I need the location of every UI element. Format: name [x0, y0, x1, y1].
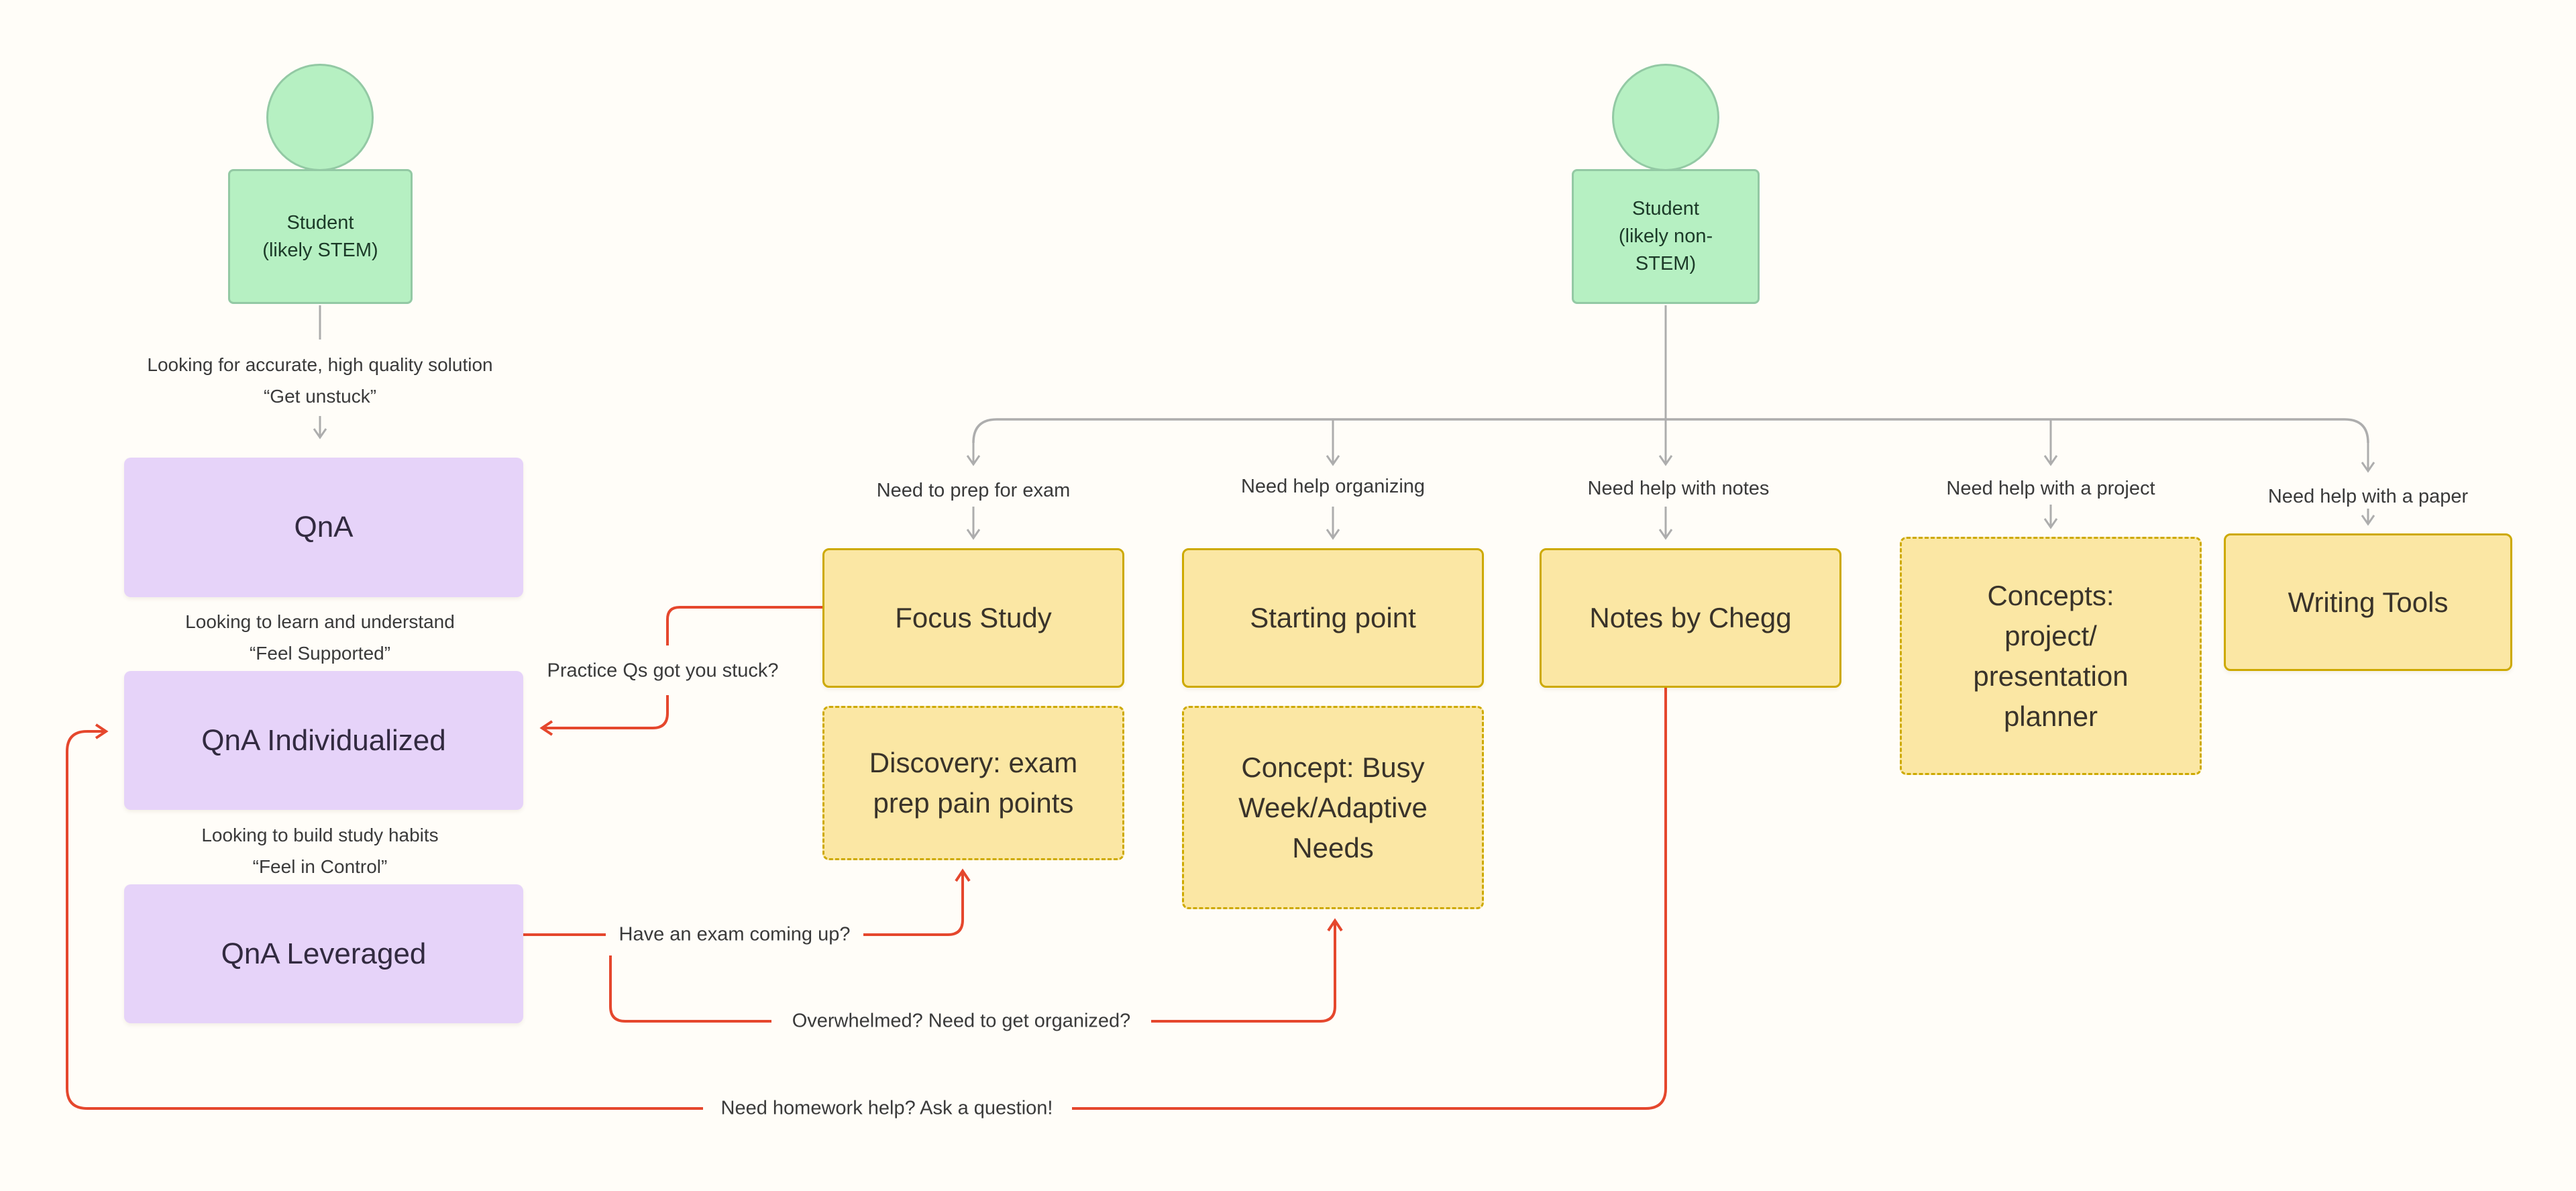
node-starting-point-label: Starting point	[1250, 602, 1416, 633]
branch-label-project: Need help with a project	[1946, 478, 2155, 499]
branch-label-exam: Need to prep for exam	[876, 480, 1071, 501]
node-notes-by-chegg-label: Notes by Chegg	[1589, 602, 1792, 633]
persona-stem-label: Student (likely STEM)	[262, 211, 378, 261]
node-notes-by-chegg[interactable]: Notes by Chegg	[1540, 548, 1841, 688]
branch-spine	[972, 418, 2369, 444]
node-concept-busy-week[interactable]: Concept: Busy Week/Adaptive Needs	[1182, 706, 1484, 909]
link-practice-qs	[666, 606, 822, 645]
caption-get-unstuck: Looking for accurate, high quality solut…	[147, 354, 493, 407]
branch-label-organizing: Need help organizing	[1240, 476, 1426, 497]
persona-nonstem-label: Student (likely non- STEM)	[1618, 198, 1713, 274]
branch-label-notes: Need help with notes	[1587, 478, 1770, 499]
node-discovery-exam-prep-label: Discovery: exam prep pain points	[869, 747, 1078, 819]
link-label-homework-help[interactable]: Need homework help? Ask a question!	[710, 1093, 1064, 1124]
node-focus-study[interactable]: Focus Study	[822, 548, 1124, 688]
node-qna-leveraged[interactable]: QnA Leveraged	[124, 884, 523, 1023]
link-homework-help	[1072, 688, 1667, 1110]
branch-label-paper: Need help with a paper	[2267, 486, 2469, 507]
caption-feel-in-control: Looking to build study habits “Feel in C…	[201, 825, 439, 877]
gray-flow-arrows	[313, 305, 2375, 540]
caption-feel-supported: Looking to learn and understand “Feel Su…	[185, 611, 455, 664]
node-qna-label: QnA	[294, 511, 354, 543]
link-label-practice-qs[interactable]: Practice Qs got you stuck?	[536, 656, 790, 686]
node-concepts-planner[interactable]: Concepts: project/ presentation planner	[1900, 537, 2202, 775]
link-label-overwhelmed[interactable]: Overwhelmed? Need to get organized?	[781, 1006, 1142, 1037]
node-qna-individualized[interactable]: QnA Individualized	[124, 671, 523, 810]
node-discovery-exam-prep[interactable]: Discovery: exam prep pain points	[822, 706, 1124, 860]
link-label-exam-coming[interactable]: Have an exam coming up?	[608, 919, 861, 950]
persona-stem-body[interactable]: Student (likely STEM)	[228, 169, 413, 304]
node-focus-study-label: Focus Study	[895, 602, 1052, 633]
node-writing-tools[interactable]: Writing Tools	[2224, 533, 2512, 671]
persona-stem-head[interactable]	[266, 64, 374, 171]
node-concept-busy-week-label: Concept: Busy Week/Adaptive Needs	[1238, 751, 1428, 864]
link-overwhelmed	[609, 955, 771, 1023]
persona-nonstem-body[interactable]: Student (likely non- STEM)	[1572, 169, 1760, 304]
node-concepts-planner-label: Concepts: project/ presentation planner	[1973, 579, 2129, 732]
node-qna-individualized-label: QnA Individualized	[201, 723, 446, 757]
node-writing-tools-label: Writing Tools	[2288, 586, 2449, 618]
persona-nonstem-head[interactable]	[1612, 64, 1719, 171]
node-qna[interactable]: QnA	[124, 458, 523, 597]
red-cross-link-arrows	[66, 606, 1667, 1110]
node-starting-point[interactable]: Starting point	[1182, 548, 1484, 688]
node-qna-leveraged-label: QnA Leveraged	[221, 937, 427, 970]
